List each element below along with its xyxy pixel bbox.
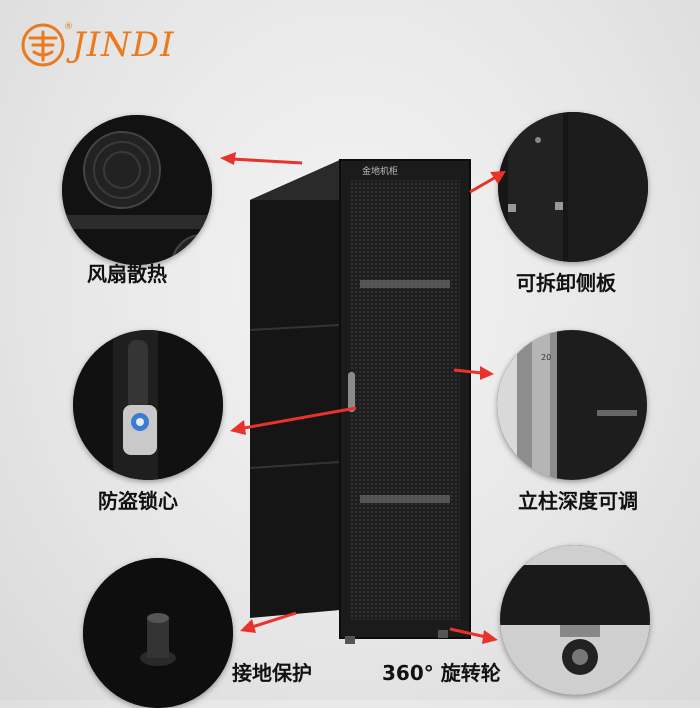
fan-icon — [62, 115, 212, 265]
ground-bolt-icon — [83, 558, 233, 708]
side-panel-detail-image — [498, 112, 648, 262]
feature-label-caster: 360° 旋转轮 — [382, 661, 501, 685]
feature-label-fan: 风扇散热 — [87, 262, 167, 286]
arrow-side-panel — [469, 171, 506, 194]
feature-label-lock: 防盗锁心 — [98, 489, 178, 513]
registered-mark: ® — [64, 22, 73, 32]
rack-post-detail-image: 20 — [497, 330, 647, 480]
arrow-fan — [220, 152, 303, 165]
feature-label-ground: 接地保护 — [232, 661, 312, 685]
brand-name: JINDI — [72, 25, 175, 65]
arrow-lock — [230, 406, 357, 435]
side-panel-icon — [498, 112, 648, 262]
arrow-caster — [449, 627, 498, 644]
feature-label-post: 立柱深度可调 — [518, 489, 638, 513]
brand-logo-mark — [20, 22, 66, 68]
cabinet-door-label: 金地机柜 — [362, 165, 398, 177]
caster-detail-image — [500, 545, 650, 695]
brand-logo: JINDI — [20, 20, 175, 70]
fan-detail-image — [62, 115, 212, 265]
feature-label-side-panel: 可拆卸侧板 — [516, 271, 616, 295]
lock-icon — [73, 330, 223, 480]
caster-wheel-icon — [500, 545, 650, 695]
arrow-ground — [240, 611, 297, 633]
ground-detail-image — [83, 558, 233, 708]
rack-post-icon: 20 — [497, 330, 647, 480]
arrow-post — [453, 366, 494, 380]
lock-detail-image — [73, 330, 223, 480]
svg-text:20: 20 — [541, 353, 551, 362]
server-cabinet-image: 金地机柜 — [230, 150, 480, 650]
